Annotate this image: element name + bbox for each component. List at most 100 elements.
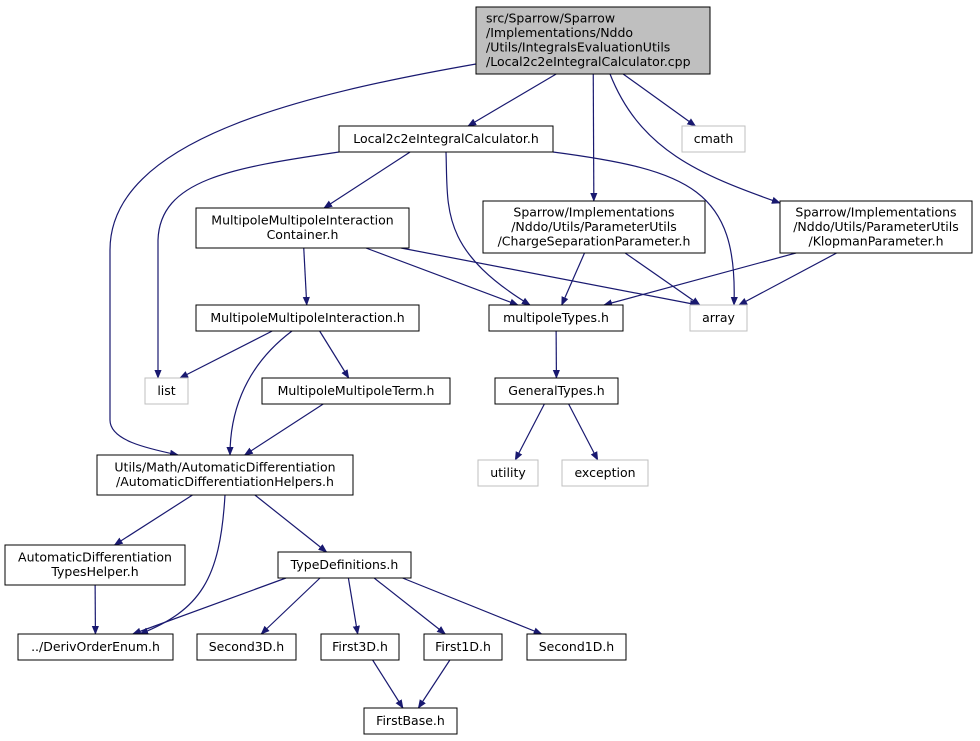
edge-first3d_h-to-first_base_h [372, 659, 404, 709]
node-box [4, 544, 186, 586]
node-label-line: /Utils/IntegralsEvaluationUtils [486, 40, 670, 55]
node-label-line: MultipoleMultipoleInteraction.h [210, 310, 404, 325]
edge-type_definitions_h-to-first3d_h [347, 577, 360, 635]
node-label-line: Second3D.h [209, 639, 284, 654]
node-label-line: Local2c2eIntegralCalculator.h [353, 131, 539, 146]
node-label-line: /KlopmanParameter.h [808, 233, 943, 248]
node-label-line: list [157, 383, 175, 398]
edge-root-to-autodiff_helpers_h [109, 63, 477, 457]
node-box [363, 707, 458, 735]
node-list: list [144, 377, 189, 405]
node-mmt-h[interactable]: MultipoleMultipoleTerm.h [261, 377, 451, 405]
node-label-line: exception [574, 465, 635, 480]
node-box [144, 377, 189, 405]
edge-local2c2e_h-to-array [552, 151, 738, 306]
node-klopman-h[interactable]: Sparrow/Implementations/Nddo/Utils/Param… [779, 200, 973, 254]
node-first-base-h[interactable]: FirstBase.h [363, 707, 458, 735]
edge-root-to-cmath [622, 73, 697, 127]
edge-mmic_h-to-array [400, 247, 699, 308]
node-general-types-h[interactable]: GeneralTypes.h [494, 377, 619, 405]
node-label-line: Container.h [267, 227, 339, 242]
edge-root-to-klopman_h [609, 73, 781, 204]
edge-root-to-local2c2e_h [467, 73, 557, 127]
node-autodiff-helpers-h[interactable]: Utils/Math/AutomaticDifferentiation/Auto… [96, 454, 354, 496]
node-label-line: First1D.h [435, 639, 491, 654]
node-box [196, 633, 297, 661]
node-label-line: cmath [694, 131, 734, 146]
edge-autodiff_helpers_h-to-autodiff_types_helper_h [113, 494, 193, 546]
node-box [779, 200, 973, 254]
node-local2c2e-h[interactable]: Local2c2eIntegralCalculator.h [338, 125, 554, 153]
node-multipole-types-h[interactable]: multipoleTypes.h [488, 304, 624, 332]
node-box [482, 200, 706, 254]
node-first3d-h[interactable]: First3D.h [320, 633, 400, 661]
node-second1d-h[interactable]: Second1D.h [526, 633, 627, 661]
edge-mmi_h-to-autodiff_helpers_h [226, 330, 293, 456]
edge-general_types_h-to-exception [568, 403, 599, 461]
node-box [681, 125, 746, 153]
edge-type_definitions_h-to-second1d_h [402, 577, 543, 635]
node-deriv-order-enum-h[interactable]: ../DerivOrderEnum.h [17, 633, 174, 661]
node-label-line: AutomaticDifferentiation [18, 550, 172, 565]
node-box [494, 377, 619, 405]
node-charge-sep-h[interactable]: Sparrow/Implementations/Nddo/Utils/Param… [482, 200, 706, 254]
node-label-line: MultipoleMultipoleInteraction [211, 213, 393, 228]
edge-type_definitions_h-to-first1d_h [373, 577, 446, 635]
node-box [477, 459, 539, 487]
node-label-line: src/Sparrow/Sparrow [486, 11, 615, 26]
node-label-line: Second1D.h [539, 639, 614, 654]
node-box [17, 633, 174, 661]
node-utility: utility [477, 459, 539, 487]
node-exception: exception [561, 459, 649, 487]
edge-klopman_h-to-array [738, 252, 837, 306]
node-cmath: cmath [681, 125, 746, 153]
node-label-line: /Local2c2eIntegralCalculator.cpp [486, 54, 691, 69]
node-label-line: /AutomaticDifferentiationHelpers.h [116, 474, 334, 489]
edge-local2c2e_h-to-list [154, 151, 340, 379]
node-label-line: GeneralTypes.h [508, 383, 604, 398]
node-label-line: First3D.h [332, 639, 388, 654]
node-label-line: /Implementations/Nddo [486, 25, 633, 40]
node-box [338, 125, 554, 153]
node-box [526, 633, 627, 661]
node-box [195, 304, 420, 332]
node-box [689, 304, 748, 332]
edge-local2c2e_h-to-multipole_types_h [445, 151, 531, 306]
node-mmi-h[interactable]: MultipoleMultipoleInteraction.h [195, 304, 420, 332]
edge-first1d_h-to-first_base_h [417, 659, 451, 709]
node-label-line: ../DerivOrderEnum.h [31, 639, 160, 654]
edge-autodiff_helpers_h-to-type_definitions_h [254, 494, 328, 553]
node-box [561, 459, 649, 487]
node-label-line: Sparrow/Implementations [795, 204, 956, 219]
node-box [277, 551, 412, 579]
node-array: array [689, 304, 748, 332]
node-box [261, 377, 451, 405]
edge-klopman_h-to-multipole_types_h [603, 252, 797, 307]
node-first1d-h[interactable]: First1D.h [423, 633, 503, 661]
node-label-line: TypeDefinitions.h [290, 557, 399, 572]
node-label-line: /ChargeSeparationParameter.h [498, 233, 691, 248]
node-label-line: Utils/Math/AutomaticDifferentiation [114, 460, 335, 475]
edge-charge_sep_h-to-array [624, 252, 701, 306]
node-label-line: FirstBase.h [376, 713, 445, 728]
nodes-layer: src/Sparrow/Sparrow/Implementations/Nddo… [4, 6, 973, 735]
node-type-definitions-h[interactable]: TypeDefinitions.h [277, 551, 412, 579]
node-label-line: multipoleTypes.h [503, 310, 609, 325]
edge-type_definitions_h-to-deriv_order_enum_h [132, 577, 287, 635]
node-box [488, 304, 624, 332]
node-label-line: TypesHelper.h [50, 564, 138, 579]
node-root[interactable]: src/Sparrow/Sparrow/Implementations/Nddo… [475, 6, 711, 75]
edge-general_types_h-to-utility [514, 403, 545, 461]
node-box [320, 633, 400, 661]
edge-charge_sep_h-to-multipole_types_h [561, 252, 586, 306]
node-label-line: array [702, 310, 735, 325]
edge-type_definitions_h-to-second3d_h [260, 577, 321, 635]
edge-autodiff_helpers_h-to-deriv_order_enum_h [139, 494, 226, 635]
node-label-line: /Nddo/Utils/ParameterUtils [793, 219, 959, 234]
node-second3d-h[interactable]: Second3D.h [196, 633, 297, 661]
edge-root-to-charge_sep_h [590, 73, 598, 202]
edges-layer [91, 63, 837, 709]
